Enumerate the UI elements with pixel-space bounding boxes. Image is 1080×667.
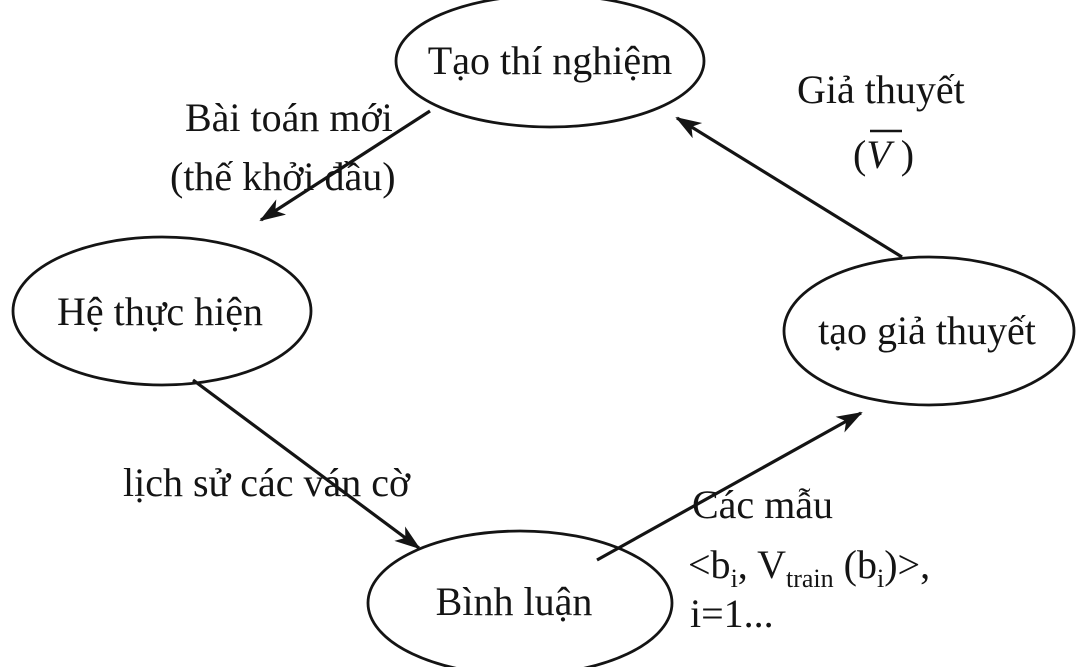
samples-term: <b — [688, 542, 731, 587]
edge-label-game-history: lịch sử các ván cờ — [123, 460, 411, 505]
node-create-experiment-ellipse — [394, 0, 706, 129]
samples-term: )>, — [884, 542, 930, 587]
arrow-performer-to-critic — [192, 378, 421, 550]
edge-label-samples-line3: i=1... — [690, 591, 774, 636]
edge-label-new-problem-line1: Bài toán mới — [185, 95, 393, 140]
samples-term: , V — [738, 542, 786, 587]
v-bar-symbol: V — [866, 132, 895, 177]
arrow-experiment-to-performer — [259, 109, 431, 222]
edge-label-samples-line2: <bi, Vtrain (bi)>, — [688, 542, 930, 593]
node-performer-label: Hệ thực hiện — [57, 289, 263, 334]
node-critic-ellipse — [366, 529, 674, 667]
edge-label-samples-line1: Các mẫu — [692, 482, 833, 527]
samples-subscript-i: i — [731, 564, 738, 593]
edge-label-new-problem-line2: (thế khởi đầu) — [170, 154, 396, 199]
samples-subscript-i: i — [877, 564, 884, 593]
node-critic-label: Bình luận — [436, 579, 593, 624]
edge-label-hypothesis-line2: (V ) — [853, 132, 914, 177]
samples-subscript-train: train — [786, 564, 834, 593]
edge-label-hypothesis-line1: Giả thuyết — [797, 67, 965, 112]
node-generalizer-ellipse — [782, 255, 1076, 407]
node-generalizer-label: tạo giả thuyết — [818, 308, 1036, 353]
hypothesis-paren-close: ) — [891, 132, 914, 177]
arrow-generalizer-to-experiment — [675, 116, 903, 259]
node-performer-ellipse — [11, 235, 313, 387]
arrow-critic-to-generalizer — [596, 411, 863, 562]
samples-term: (b — [834, 542, 877, 587]
node-create-experiment-label: Tạo thí nghiệm — [428, 38, 672, 83]
hypothesis-paren-open: ( — [853, 132, 866, 177]
